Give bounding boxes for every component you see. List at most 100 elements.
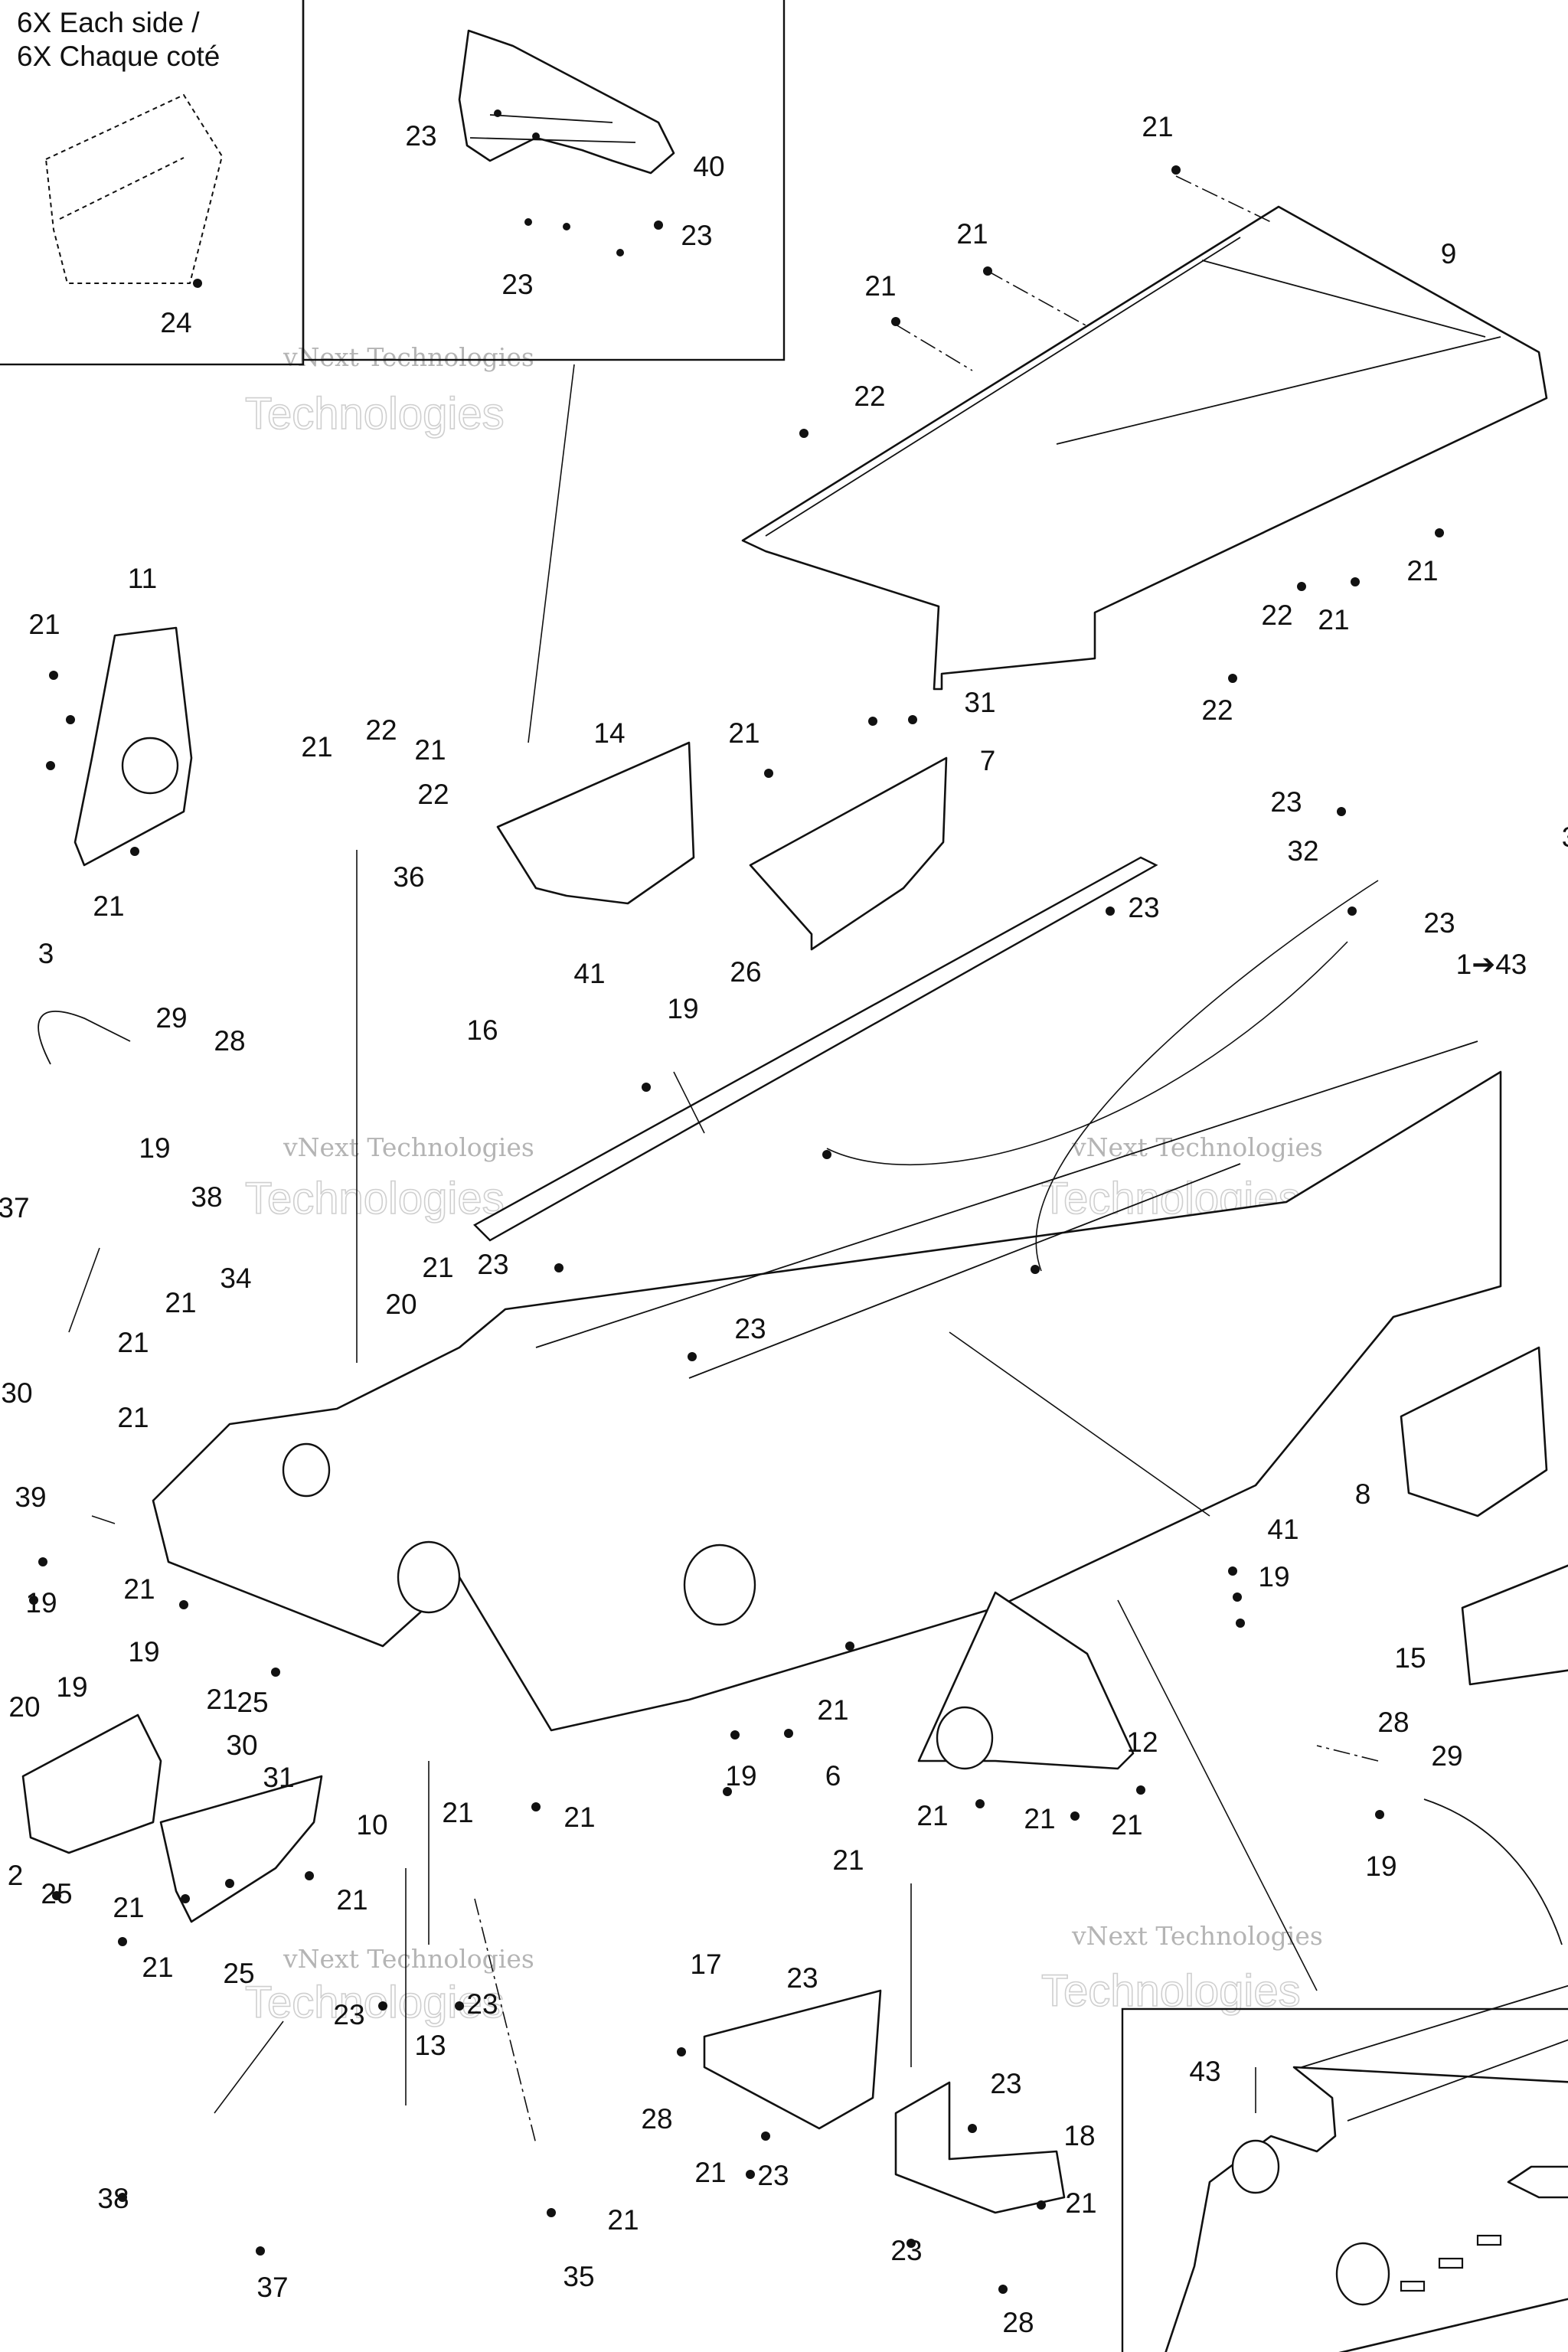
callout-number: 21 <box>956 218 988 250</box>
callout-number: 23 <box>757 2160 789 2191</box>
callout-number: 37 <box>0 1192 30 1223</box>
callout-number: 26 <box>730 956 761 988</box>
watermark-text: vNext Technologies <box>1071 1132 1323 1162</box>
callout-number: 9 <box>1441 238 1457 270</box>
callout-number: 19 <box>56 1671 87 1703</box>
callout-number: 21 <box>1318 604 1349 635</box>
callout-number: 6 <box>825 1760 841 1792</box>
callout-number: 19 <box>1258 1561 1289 1592</box>
part-bracket-17 <box>703 1989 882 2130</box>
callout-number: 23 <box>501 269 533 300</box>
watermark-outline-text: Technologies <box>1041 1966 1301 2016</box>
callout-number: 23 <box>1128 892 1159 923</box>
callout-number: 21 <box>414 734 446 766</box>
callout-number: 19 <box>725 1760 756 1792</box>
callout-number: 23 <box>333 1999 364 2030</box>
callout-number: 35 <box>563 2261 594 2292</box>
callout-number: 38 <box>191 1181 222 1213</box>
callout-number: 1➔43 <box>1456 949 1527 980</box>
callout-number: 21 <box>694 2157 726 2188</box>
callout-number: 21 <box>1142 111 1173 142</box>
callout-number: 29 <box>1431 1740 1462 1772</box>
callout-number: 21 <box>1065 2187 1096 2219</box>
watermark-text: vNext Technologies <box>283 1132 534 1162</box>
callout-number: 23 <box>734 1313 766 1344</box>
fasteners <box>29 165 1444 2294</box>
callout-number: 21 <box>728 717 760 749</box>
callout-number: 21 <box>206 1684 237 1715</box>
callout-number: 34 <box>220 1263 251 1294</box>
callout-number: 22 <box>854 381 885 412</box>
callout-number: 41 <box>1267 1514 1298 1545</box>
callout-number: 21 <box>832 1844 864 1876</box>
callout-number: 23 <box>890 2235 922 2266</box>
callout-number: 21 <box>142 1952 173 1983</box>
callout-number: 19 <box>128 1636 159 1668</box>
callout-number: 20 <box>385 1289 416 1320</box>
callout-number: 23 <box>1423 907 1455 939</box>
callout-number: 13 <box>414 2030 446 2061</box>
callout-number: 23 <box>681 220 712 251</box>
callout-number: 41 <box>573 958 605 989</box>
callout-number: 21 <box>1406 555 1438 586</box>
callout-number: 8 <box>1355 1478 1371 1510</box>
part-bracket-15 <box>1461 1564 1568 1686</box>
callout-number: 21 <box>1024 1803 1055 1834</box>
callout-number: 3 <box>38 938 54 969</box>
callout-number: 22 <box>1261 599 1292 631</box>
callout-number: 21 <box>28 609 60 640</box>
callout-number: 28 <box>1377 1707 1409 1738</box>
callout-number: 43 <box>1189 2056 1220 2087</box>
callout-number: 31 <box>263 1762 294 1793</box>
part-tunnel-cover <box>741 205 1548 691</box>
callout-number: 23 <box>990 2068 1021 2099</box>
watermark-outline-text: Technologies <box>245 1978 505 2027</box>
callout-number: 24 <box>160 307 191 338</box>
callout-number: 21 <box>93 890 124 922</box>
callout-number: 21 <box>113 1892 144 1923</box>
callout-number: 30 <box>1 1377 32 1409</box>
watermark-text: vNext Technologies <box>1071 1921 1323 1951</box>
callout-number: 2 <box>8 1860 24 1891</box>
callout-number: 36 <box>393 861 424 893</box>
callout-number: 25 <box>223 1958 254 1989</box>
part-tunnel-main <box>152 1070 1502 1732</box>
callout-number: 3 <box>1562 822 1568 853</box>
callout-number: 19 <box>1365 1851 1396 1882</box>
callout-number: 28 <box>1002 2307 1034 2338</box>
callout-number: 21 <box>123 1573 155 1605</box>
callout-number: 23 <box>466 1988 498 2020</box>
callout-number: 23 <box>786 1962 818 1994</box>
watermark-text: vNext Technologies <box>283 1944 534 1974</box>
callout-number: 21 <box>564 1802 595 1833</box>
inset-note-line1: 6X Each side / <box>17 7 200 38</box>
watermark-text: vNext Technologies <box>283 342 534 372</box>
callout-number: 14 <box>593 717 625 749</box>
callout-number: 31 <box>964 687 995 718</box>
callout-number: 40 <box>693 151 724 182</box>
callout-number: 12 <box>1126 1726 1158 1758</box>
callout-number: 28 <box>214 1025 245 1057</box>
callout-number: 21 <box>301 731 332 763</box>
callout-number: 32 <box>1287 835 1318 867</box>
callout-number: 39 <box>15 1481 46 1513</box>
callout-number: 10 <box>356 1809 387 1841</box>
part-front-bracket-2 <box>21 1713 162 1854</box>
callout-number: 21 <box>336 1884 368 1916</box>
callout-number: 11 <box>128 563 157 594</box>
callout-number: 23 <box>1270 786 1302 818</box>
part-rail-26 <box>473 856 1158 1242</box>
part-bracket-10 <box>159 1775 323 1923</box>
callout-number: 22 <box>365 714 397 746</box>
callout-number: 21 <box>864 270 896 302</box>
callout-number: 20 <box>8 1691 40 1723</box>
callout-number: 18 <box>1063 2120 1095 2151</box>
callout-number: 15 <box>1394 1642 1426 1674</box>
part-plate-7 <box>749 756 948 951</box>
callout-number: 21 <box>117 1402 149 1433</box>
callout-number: 25 <box>237 1687 268 1718</box>
part-bracket-8 <box>1400 1346 1548 1517</box>
callout-number: 38 <box>97 2183 129 2214</box>
